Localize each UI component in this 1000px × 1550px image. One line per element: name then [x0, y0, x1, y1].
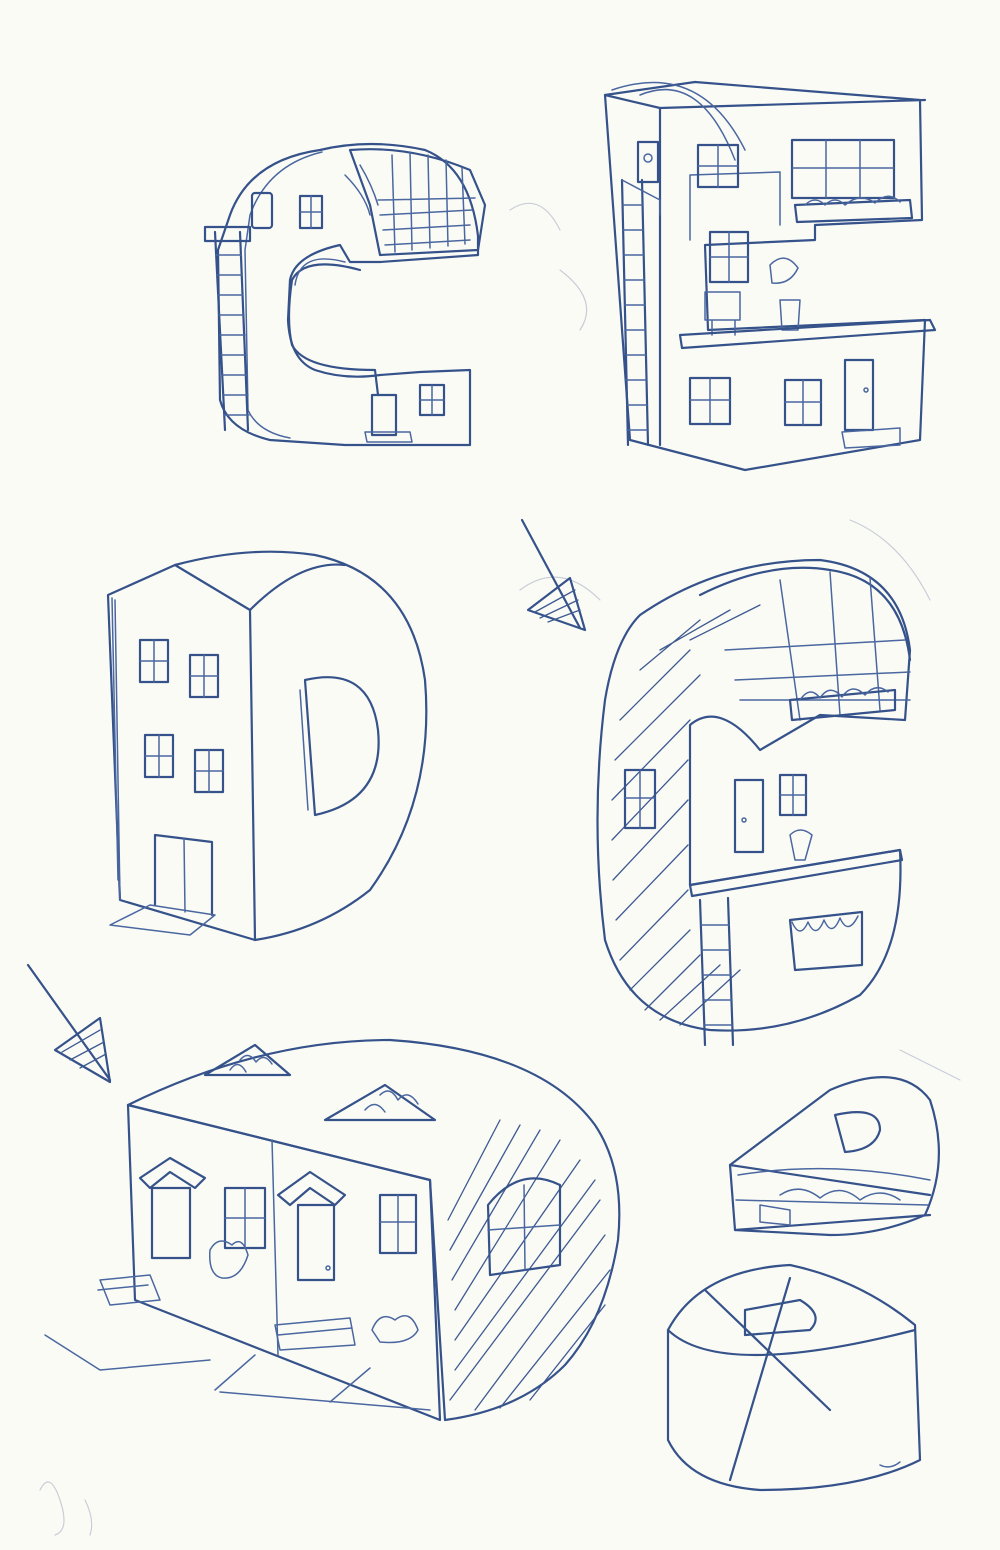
- ghost-marks: [39, 202, 961, 1536]
- arrow-to-g: [520, 518, 587, 632]
- letter-e-house-sketch: [603, 80, 937, 472]
- letter-d-flat-sketch: [728, 1076, 940, 1237]
- arrow-to-d-townhouses: [26, 963, 112, 1084]
- letter-c-house-sketch: [203, 142, 487, 447]
- letter-d-townhouses-sketch: [44, 1038, 621, 1422]
- letter-d-crossed-sketch: [666, 1263, 922, 1492]
- letter-d-tower-sketch: [106, 550, 428, 942]
- letter-g-house-sketch: [596, 558, 912, 1047]
